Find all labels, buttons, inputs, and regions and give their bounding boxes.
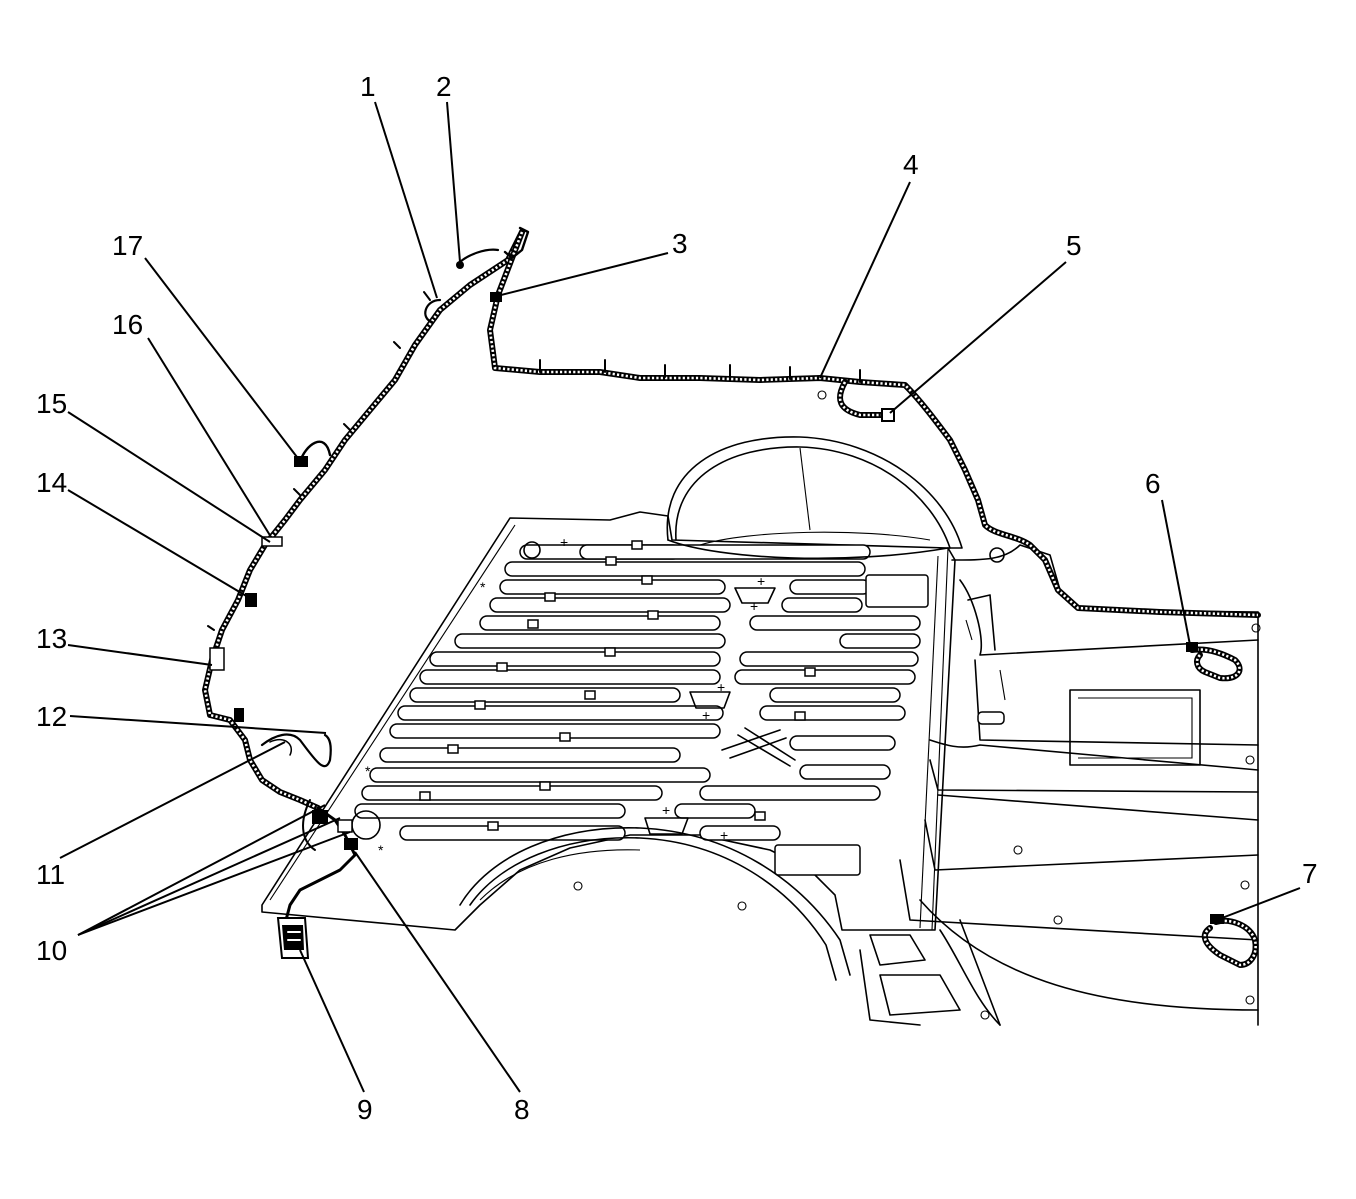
floor-rib-tabs xyxy=(419,540,816,831)
svg-text:*: * xyxy=(378,842,384,858)
load-floor-panel: + + + + + + + * * * xyxy=(261,511,1005,931)
svg-text:*: * xyxy=(480,579,486,595)
callout-1: 1 xyxy=(360,71,376,102)
callout-4: 4 xyxy=(903,149,919,180)
callout-2: 2 xyxy=(436,71,452,102)
callout-5: 5 xyxy=(1066,230,1082,261)
callout-16: 16 xyxy=(112,309,143,340)
svg-text:+: + xyxy=(750,598,758,614)
front-wheel-arch xyxy=(459,827,851,981)
callout-10: 10 xyxy=(36,935,67,966)
callout-13: 13 xyxy=(36,623,67,654)
callout-6: 6 xyxy=(1145,468,1161,499)
floor-ribs xyxy=(354,544,921,841)
callout-12: 12 xyxy=(36,701,67,732)
svg-text:+: + xyxy=(702,707,710,723)
callout-9: 9 xyxy=(357,1094,373,1125)
leader-lines xyxy=(59,101,1301,1093)
svg-text:+: + xyxy=(662,802,670,818)
callout-3: 3 xyxy=(672,228,688,259)
callout-14: 14 xyxy=(36,467,67,498)
svg-text:+: + xyxy=(717,679,725,695)
callout-15: 15 xyxy=(36,388,67,419)
svg-text:+: + xyxy=(757,573,765,589)
right-body-structure xyxy=(859,544,1261,1026)
callout-11: 11 xyxy=(36,859,65,890)
floor-markers: + + + + + + + * * * xyxy=(365,534,765,858)
callout-labels: 1 2 3 4 5 6 7 8 9 10 11 12 13 14 15 16 1… xyxy=(36,71,1318,1125)
callout-17: 17 xyxy=(112,230,143,261)
svg-text:+: + xyxy=(720,827,728,843)
harness-right-branches xyxy=(1186,642,1259,968)
harness-left-run xyxy=(202,229,525,811)
svg-text:*: * xyxy=(365,763,371,779)
rear-wheelhouse xyxy=(666,436,963,560)
harness-lower-branch xyxy=(276,799,358,959)
callout-8: 8 xyxy=(514,1094,530,1125)
harness-rear-run xyxy=(487,226,1261,618)
callout-7: 7 xyxy=(1302,858,1318,889)
svg-text:+: + xyxy=(560,534,568,550)
